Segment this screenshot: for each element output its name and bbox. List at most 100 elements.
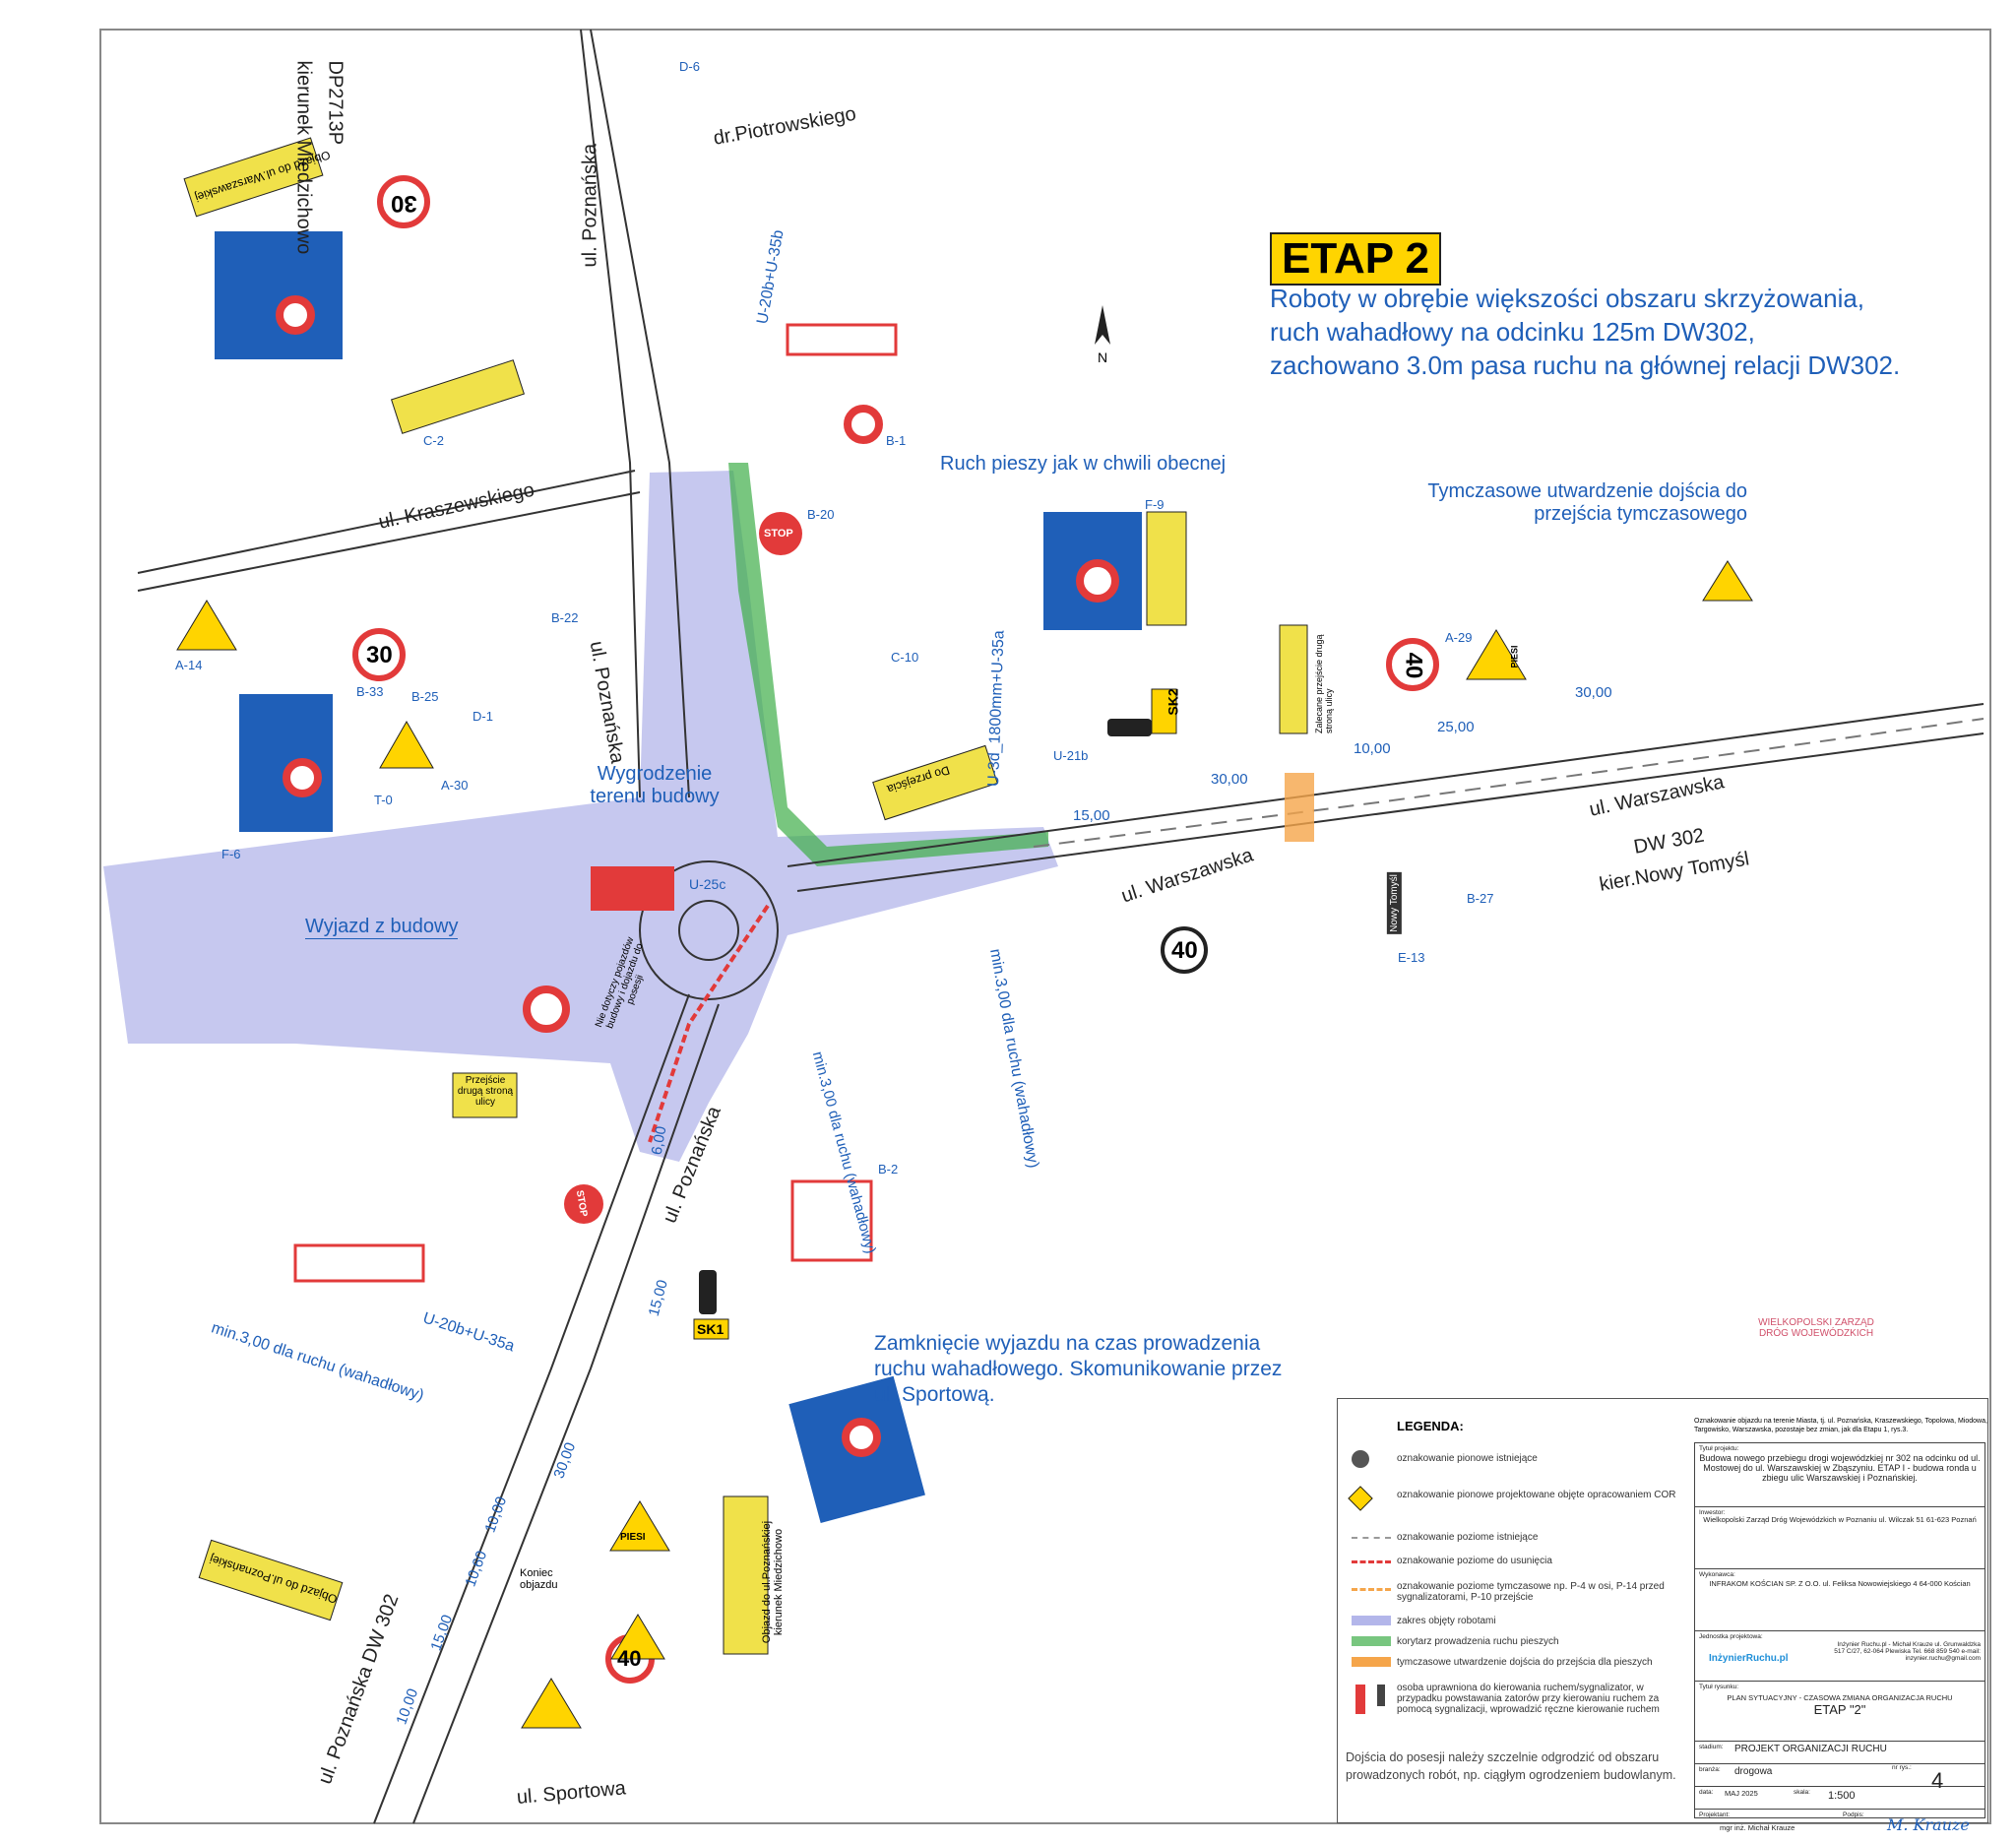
legend-title: LEGENDA:	[1397, 1419, 1464, 1433]
sign-code-e13: E-13	[1398, 950, 1425, 965]
label: nr rys.:	[1892, 1764, 1912, 1771]
sign-code-b22: B-22	[551, 610, 579, 625]
drawing-title: PLAN SYTUACYJNY - CZASOWA ZMIANA ORGANIZ…	[1727, 1693, 1953, 1702]
dimension: 30,00	[1211, 771, 1248, 788]
temp-surface-note: Tymczasowe utwardzenie dojścia do przejś…	[1427, 480, 1747, 525]
speed-sign-text: 40	[1171, 937, 1198, 964]
title-block: Tytuł projektu:Budowa nowego przebiegu d…	[1694, 1442, 1985, 1834]
temp-marking-swatch	[1352, 1588, 1391, 1591]
warning-signs	[176, 560, 1753, 1729]
legend-item: osoba uprawniona do kierowania ruchem/sy…	[1397, 1683, 1660, 1715]
north-arrow-icon	[1095, 305, 1110, 345]
sign-code-d6: D-6	[679, 59, 700, 74]
speed-sign-text: 40	[1400, 652, 1427, 679]
piesi-sign-text: PIESI	[620, 1532, 646, 1543]
legend-item: tymczasowe utwardzenie dojścia do przejś…	[1397, 1657, 1653, 1668]
dimension: 10,00	[1354, 740, 1391, 757]
label: Wykonawca:	[1699, 1571, 1735, 1578]
stadium: PROJEKT ORGANIZACJI RUCHU	[1734, 1744, 1887, 1754]
street-dp2713p: DP2713P	[324, 60, 346, 146]
sign-code-b1: B-1	[886, 433, 907, 448]
temp-crossing	[1285, 773, 1314, 842]
existing-marking-swatch	[1352, 1537, 1391, 1539]
label: Tytuł rysunku:	[1699, 1684, 1739, 1690]
removed-marking-swatch	[1352, 1560, 1391, 1563]
designed-sign-icon	[1348, 1486, 1373, 1511]
temp-surface-swatch	[1352, 1657, 1391, 1667]
sk1-label: SK1	[697, 1321, 724, 1337]
sign-code-f6: F-6	[221, 847, 241, 861]
signature: M. Krauze	[1887, 1815, 1970, 1834]
sk2-label: SK2	[1165, 688, 1181, 716]
label: data:	[1699, 1789, 1714, 1796]
works-area	[103, 471, 1058, 1162]
desc-line: Roboty w obrębie większości obszaru skrz…	[1270, 284, 1865, 313]
u25c-note: U-25c	[689, 876, 726, 892]
designer: mgr inż. Michał Krauze	[1720, 1823, 1796, 1832]
legend-item: korytarz prowadzenia ruchu pieszych	[1397, 1636, 1559, 1647]
drawing-stage: ETAP "2"	[1813, 1702, 1866, 1717]
legend-item: oznakowanie poziome tymczasowe np. P-4 w…	[1397, 1581, 1665, 1603]
design-logo: InżynierRuchu.pl	[1709, 1653, 1789, 1664]
speed-sign-text: 30	[391, 190, 417, 217]
sign-code-d1: D-1	[472, 709, 493, 724]
label: stadium:	[1699, 1744, 1724, 1750]
label: skala:	[1794, 1789, 1810, 1796]
sign-code-b2: B-2	[878, 1162, 899, 1176]
north-label: N	[1098, 350, 1108, 365]
dimension: 25,00	[1437, 719, 1475, 735]
center-line	[1033, 718, 1984, 848]
legend-item: oznakowanie pionowe projektowane objęte …	[1397, 1490, 1676, 1500]
dimension: 15,00	[1073, 807, 1110, 824]
closure-note: Zamknięcie wyjazdu na czas prowadzenia r…	[874, 1332, 1283, 1406]
crossing-sign-text: Przejście drugą stroną ulicy	[457, 1075, 514, 1108]
sign-code-a29: A-29	[1445, 630, 1473, 645]
road-lines	[137, 29, 1984, 1824]
label: Podpis:	[1843, 1812, 1864, 1818]
sign-code-a14: A-14	[175, 658, 203, 672]
pedestrian-note: Ruch pieszy jak w chwili obecnej	[940, 453, 1227, 475]
sign-code-a30: A-30	[441, 778, 469, 793]
town-sign-text: Nowy Tomyśl	[1386, 872, 1402, 934]
corridor-swatch	[1352, 1636, 1391, 1646]
sign-code-u21b: U-21b	[1053, 748, 1089, 763]
sign-code-f9: F-9	[1145, 497, 1165, 512]
sign-code-b27: B-27	[1467, 891, 1494, 906]
stamp: WIELKOPOLSKI ZARZĄD DRÓG WOJEWÓDZKICH	[1758, 1317, 1874, 1339]
label: Inwestor:	[1699, 1509, 1726, 1516]
stop-sign-text: STOP	[764, 528, 793, 540]
label: Jednostka projektowa:	[1699, 1633, 1763, 1640]
existing-sign-icon	[1352, 1450, 1369, 1468]
design-unit: Inżynier Ruchu.pl - Michał Krauze ul. Gr…	[1834, 1641, 1981, 1662]
date: MAJ 2025	[1725, 1789, 1758, 1798]
legend-item: oznakowanie poziome istniejące	[1397, 1532, 1539, 1543]
fence-note: Wygrodzenie terenu budowy	[590, 763, 720, 807]
sign-code-c10: C-10	[891, 650, 919, 665]
drawing-frame	[99, 29, 1991, 1824]
project-title: Budowa nowego przebiegu drogi wojewódzki…	[1699, 1453, 1981, 1483]
removed-marking	[648, 904, 770, 1143]
label: Tytuł projektu:	[1699, 1445, 1739, 1452]
legend-note: Dojścia do posesji należy szczelnie odgr…	[1346, 1750, 1676, 1782]
label: branża:	[1699, 1766, 1721, 1773]
speed-sign-existing	[1161, 926, 1208, 974]
yellow-info-signs	[183, 137, 1308, 1655]
investor: Wielkopolski Zarząd Dróg Wojewódzkich w …	[1703, 1515, 1977, 1524]
sk-labels	[693, 688, 1177, 1340]
signal-icons	[699, 719, 1152, 1314]
title-block-note: Oznakowanie objazdu na terenie Miasta, t…	[1694, 1418, 1987, 1433]
desc-line: ruch wahadłowy na odcinku 125m DW302,	[1270, 317, 1755, 347]
desc-line: zachowano 3.0m pasa ruchu na głównej rel…	[1270, 350, 1901, 380]
street-poznanska-n: ul. Poznańska	[579, 143, 601, 268]
legend-item: zakres objęty robotami	[1397, 1616, 1496, 1626]
legend-panel: LEGENDA: oznakowanie pionowe istniejące …	[1337, 1398, 1988, 1834]
label: Projektant:	[1699, 1812, 1731, 1818]
traffic-controller-icon	[1355, 1685, 1365, 1714]
exit-note: Wyjazd z budowy	[305, 916, 459, 939]
works-swatch	[1352, 1616, 1391, 1625]
sign-code-b25: B-25	[411, 689, 439, 704]
traffic-light-icon	[1377, 1685, 1385, 1706]
sign-code-t0: T-0	[374, 793, 393, 807]
stop-signs	[564, 512, 802, 1224]
